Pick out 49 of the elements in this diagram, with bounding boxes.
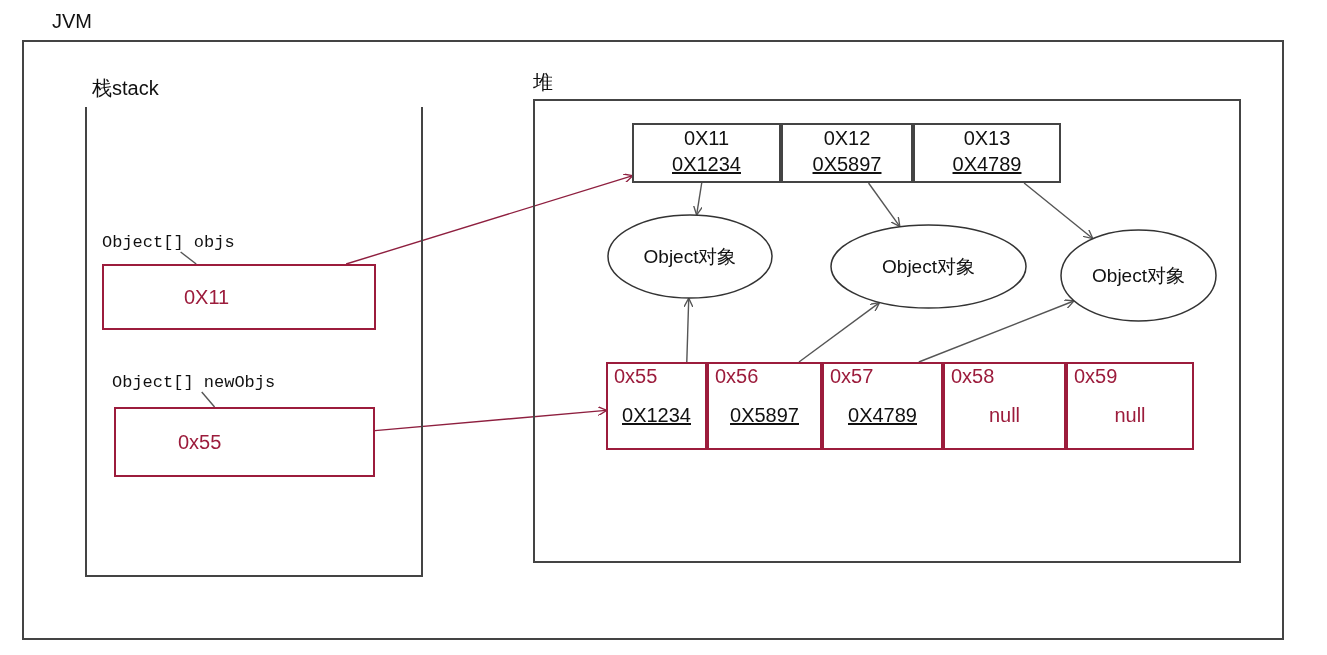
- array-cell: [606, 362, 707, 450]
- array-cell: [707, 362, 822, 450]
- element-value: 0X1234: [621, 404, 692, 427]
- address-label: 0x55: [614, 365, 658, 388]
- address-value: 0X11: [184, 285, 230, 309]
- address-label: 0X11: [683, 126, 730, 151]
- panel-heading: JVM: [52, 10, 92, 33]
- array-cell: [913, 123, 1061, 183]
- object-ellipse: [1060, 229, 1217, 322]
- object-ellipse: [607, 214, 773, 299]
- variable-label: Object[] objs: [102, 233, 235, 252]
- element-value: 0X4789: [847, 404, 918, 427]
- variable-box: [102, 264, 376, 330]
- variable-box: [114, 407, 375, 477]
- address-label: 0x56: [715, 365, 759, 388]
- address-label: 0X13: [963, 126, 1011, 151]
- object-ellipse: [830, 224, 1027, 309]
- element-value: 0X5897: [812, 152, 882, 177]
- arrow: [374, 405, 608, 432]
- object-label: Object对象: [1092, 263, 1185, 288]
- arrow: [798, 301, 881, 363]
- array-cell: [781, 123, 913, 183]
- leader-line: [201, 391, 216, 408]
- leader-line: [179, 251, 197, 265]
- address-label: 0x59: [1074, 365, 1118, 388]
- arrow: [1023, 182, 1094, 240]
- element-value: 0X4789: [952, 152, 1022, 177]
- address-label: 0x57: [830, 365, 874, 388]
- element-value: null: [987, 404, 1022, 427]
- panel-heading: 堆: [533, 70, 553, 95]
- arrow: [867, 182, 901, 228]
- arrow: [918, 299, 1075, 363]
- object-label: Object对象: [643, 244, 737, 269]
- address-label: 0x58: [951, 365, 995, 388]
- array-cell: [943, 362, 1066, 450]
- array-cell: [1066, 362, 1194, 450]
- arrow: [692, 182, 704, 216]
- variable-label: Object[] newObjs: [112, 373, 276, 392]
- element-value: 0X5897: [729, 404, 800, 427]
- arrow: [683, 297, 694, 363]
- array-cell: [632, 123, 781, 183]
- object-label: Object对象: [882, 254, 975, 279]
- element-value: null: [1113, 404, 1147, 427]
- array-cell: [822, 362, 943, 450]
- address-value: 0x55: [178, 430, 222, 454]
- arrow: [345, 173, 634, 265]
- panel-heading: 栈stack: [92, 76, 159, 101]
- address-label: 0X12: [823, 126, 871, 151]
- element-value: 0X1234: [672, 152, 741, 177]
